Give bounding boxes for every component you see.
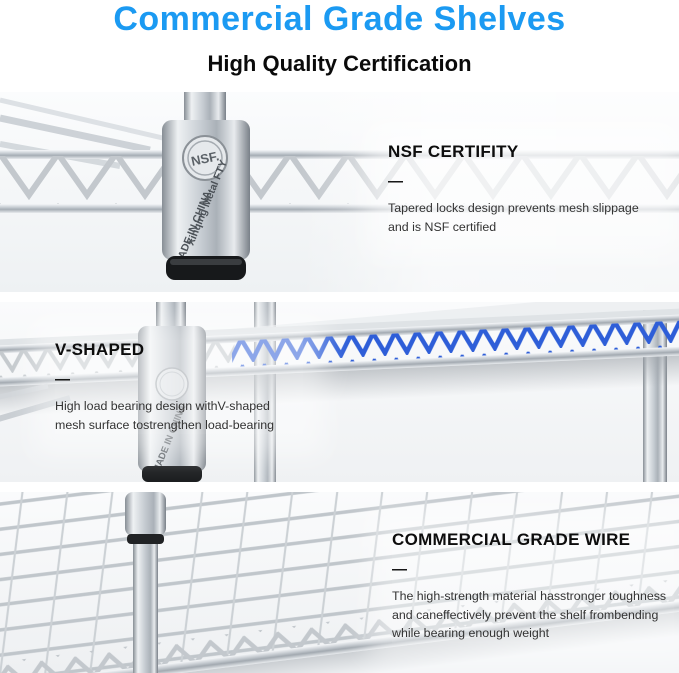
nsf-heading: NSF CERTIFITY xyxy=(388,142,519,161)
panel-nsf: NSF. Xinqing Metal FTY MADE IN CHINA NSF… xyxy=(0,92,679,292)
blue-v-wire xyxy=(231,320,679,369)
nsf-body: Tapered locks design prevents mesh slipp… xyxy=(388,201,639,234)
vshaped-text-block: V-SHAPED — High load bearing design with… xyxy=(55,340,303,435)
heading-dash: — xyxy=(388,173,403,190)
page-title: Commercial Grade Shelves xyxy=(113,0,566,38)
shelf-post xyxy=(125,492,166,673)
nsf-text-block: NSF CERTIFITY — Tapered locks design pre… xyxy=(388,142,660,237)
panel-wire: COMMERCIAL GRADE WIRE — The high-strengt… xyxy=(0,492,679,673)
wire-body: The high-strength material hasstronger t… xyxy=(392,589,667,641)
wire-mesh-photo xyxy=(0,492,679,673)
wire-heading: COMMERCIAL GRADE WIRE xyxy=(392,530,631,549)
vshaped-heading: V-SHAPED xyxy=(55,340,145,359)
heading-dash: — xyxy=(392,561,407,578)
nsf-badge xyxy=(182,135,228,181)
wire-text-block: COMMERCIAL GRADE WIRE — The high-strengt… xyxy=(392,530,674,643)
black-collar xyxy=(142,466,202,482)
shelf-corner-photo: NSF. Xinqing Metal FTY MADE IN CHINA xyxy=(0,92,679,292)
vshaped-body: High load bearing design withV-shaped me… xyxy=(55,399,275,432)
heading-dash: — xyxy=(55,371,70,388)
shelf-post-with-nsf-sleeve: NSF. Xinqing Metal FTY MADE IN CHINA xyxy=(162,92,250,280)
panel-vshaped: MADE IN CHINA V-SHAPED — High load beari… xyxy=(0,302,679,482)
shelf-post-sleeved: MADE IN CHINA xyxy=(138,302,206,482)
nsf-badge-text: NSF. xyxy=(190,148,221,169)
page-subtitle: High Quality Certification xyxy=(207,51,472,76)
shelf-edge-photo: MADE IN CHINA xyxy=(0,302,679,482)
